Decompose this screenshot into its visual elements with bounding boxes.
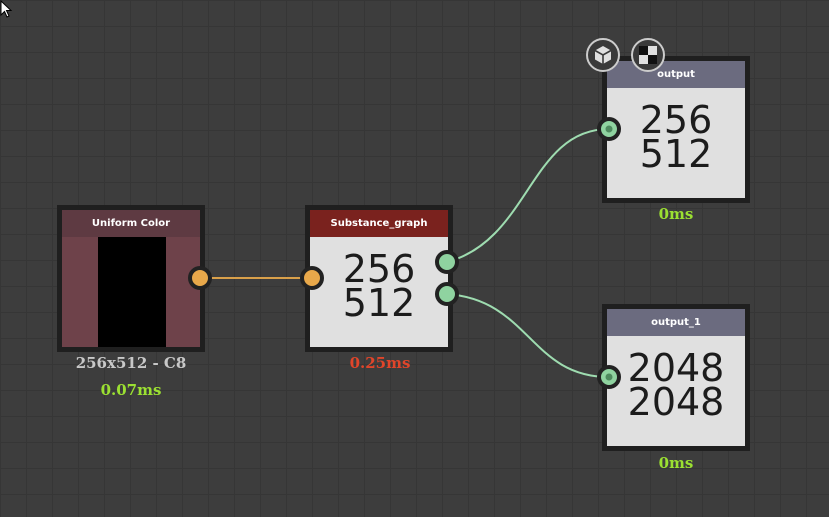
node-title: output_1 — [607, 309, 745, 336]
node-uniform-color[interactable]: Uniform Color — [57, 205, 205, 352]
wire-graph-to-output — [446, 128, 610, 263]
res-width: 256 — [342, 247, 416, 291]
node-output-1[interactable]: output_1 2048 2048 — [602, 304, 750, 451]
node-output[interactable]: output 256 512 — [602, 56, 750, 203]
res-height: 2048 — [627, 380, 725, 424]
node-title: Uniform Color — [62, 210, 200, 237]
res-height: 512 — [342, 281, 416, 325]
node-time: 0.07ms — [100, 381, 162, 399]
node-resolution: 256 512 — [310, 237, 448, 347]
node-time: 0ms — [658, 205, 694, 223]
mouse-cursor-icon — [0, 0, 13, 18]
wire-graph-to-output1 — [446, 293, 610, 378]
node-substance-graph[interactable]: Substance_graph 256 512 — [305, 205, 453, 352]
res-width: 2048 — [627, 346, 725, 390]
node-title: output — [607, 61, 745, 88]
node-info: 256x512 - C8 — [75, 354, 187, 372]
node-time: 0.25ms — [349, 354, 411, 372]
3d-view-icon[interactable] — [586, 38, 620, 72]
res-width: 256 — [639, 98, 713, 142]
node-resolution: 256 512 — [607, 88, 745, 198]
node-title: Substance_graph — [310, 210, 448, 237]
node-time: 0ms — [658, 454, 694, 472]
node-resolution: 2048 2048 — [607, 336, 745, 446]
res-height: 512 — [639, 132, 713, 176]
node-thumbnail — [62, 237, 200, 347]
2d-view-icon[interactable] — [631, 38, 665, 72]
